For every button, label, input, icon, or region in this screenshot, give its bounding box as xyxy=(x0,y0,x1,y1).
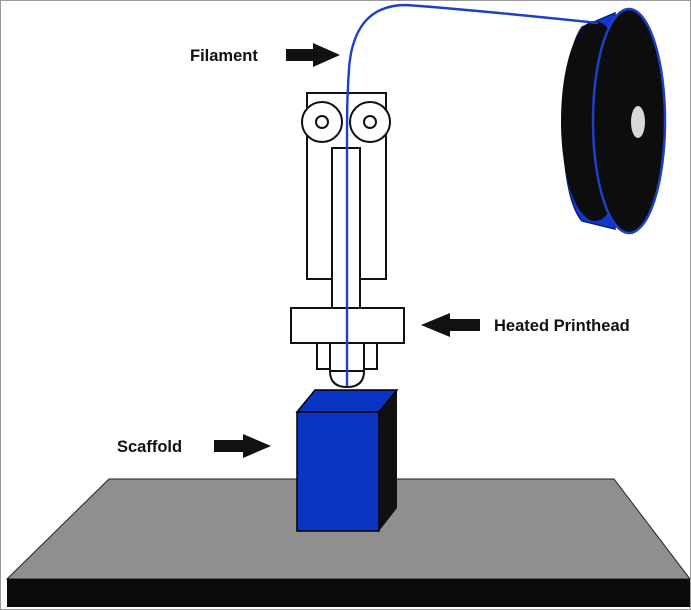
filament-strand xyxy=(345,3,599,386)
scaffold-top xyxy=(295,389,399,413)
printhead-arrow xyxy=(421,313,480,337)
platform-base xyxy=(7,579,690,607)
scaffold-arrow xyxy=(214,434,271,458)
scaffold-block xyxy=(295,389,399,532)
filament-label: Filament xyxy=(190,47,258,65)
filament-arrow xyxy=(286,43,340,67)
drive-wheel-right-hub xyxy=(363,115,377,129)
drive-wheel-left-hub xyxy=(315,115,329,129)
arrows xyxy=(214,43,480,458)
spool-hub-hole xyxy=(631,106,645,138)
scaffold-side xyxy=(379,390,397,531)
scaffold-label: Scaffold xyxy=(117,438,182,456)
spool-flange xyxy=(591,7,667,235)
filament-spool xyxy=(561,7,667,235)
heated-printhead-label: Heated Printhead xyxy=(494,317,630,335)
scaffold-front xyxy=(296,411,380,532)
